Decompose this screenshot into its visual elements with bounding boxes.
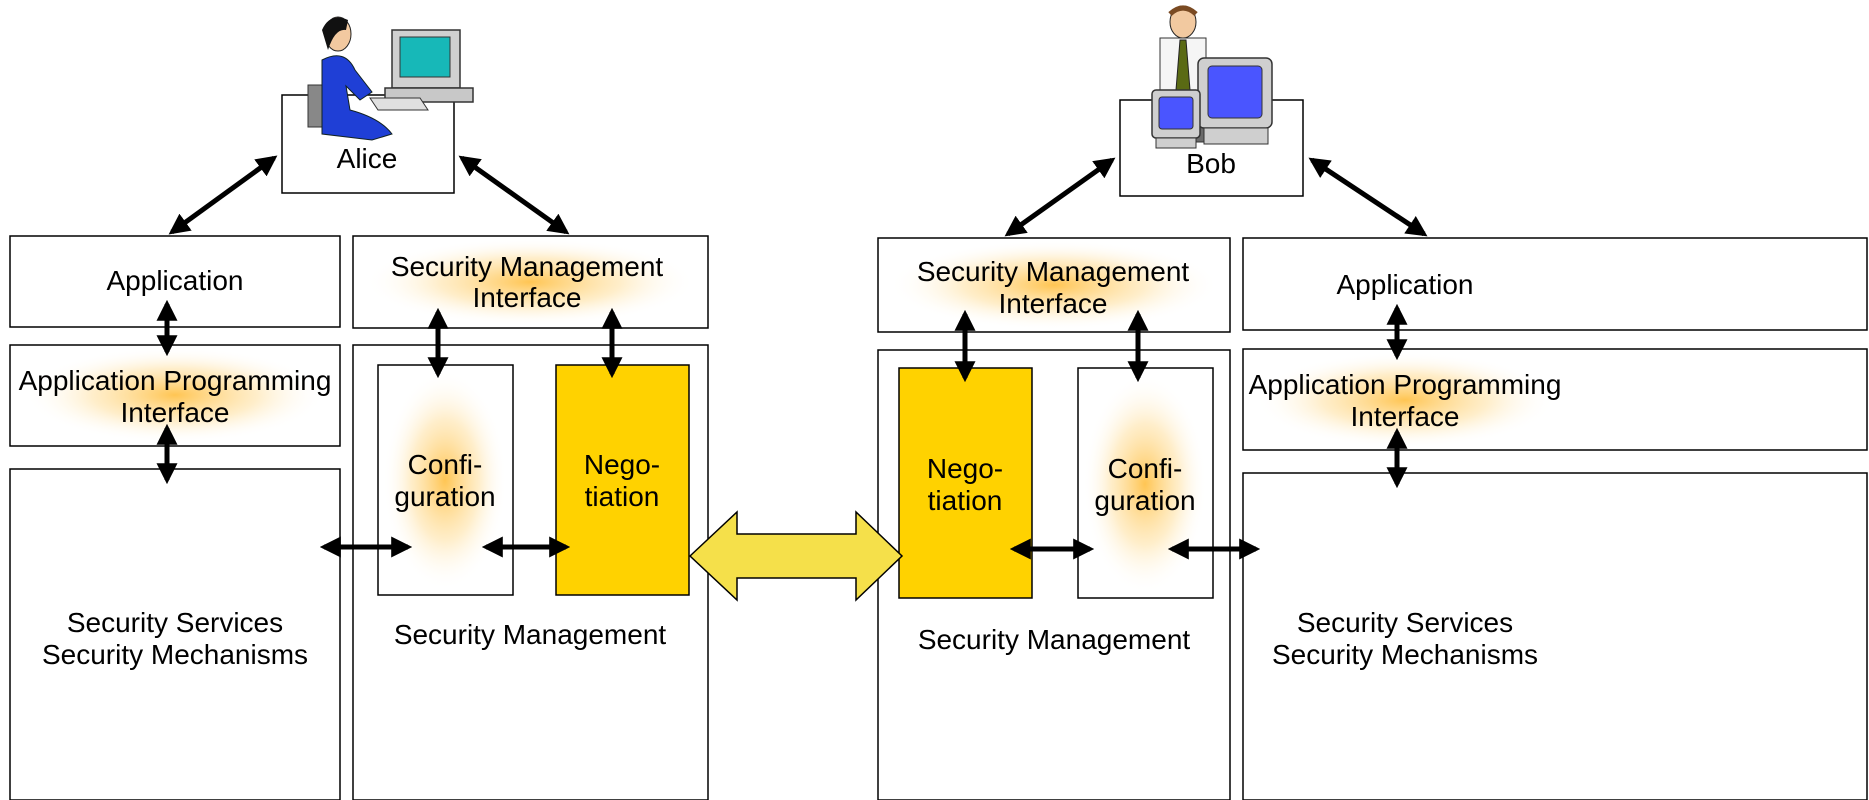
- bob-user-icon: [1151, 5, 1273, 149]
- negotiation-link-arrow: [688, 510, 904, 602]
- right-application-label: Application: [1337, 269, 1474, 300]
- right-configuration-glow: [1083, 374, 1207, 594]
- alice-mgmt-arrow: [458, 155, 570, 235]
- right-configuration-line2: guration: [1094, 485, 1195, 516]
- right-api-label-line2: Interface: [1351, 401, 1460, 432]
- left-application-label: Application: [107, 265, 244, 296]
- right-api-label-line1: Application Programming: [1249, 369, 1562, 400]
- bob-mgmt-arrow: [1004, 157, 1116, 237]
- right-mgmt-interface-glow: [889, 240, 1219, 330]
- right-services-label-line2: Security Mechanisms: [1272, 639, 1538, 670]
- left-services-label-line2: Security Mechanisms: [42, 639, 308, 670]
- alice-label: Alice: [337, 143, 398, 174]
- left-mgmt-interface-line2: Interface: [473, 282, 582, 313]
- right-mgmt-interface-line1: Security Management: [917, 256, 1190, 287]
- right-mgmt-label: Security Management: [918, 624, 1191, 655]
- alice-app-arrow: [168, 155, 278, 235]
- right-negotiation-line2: tiation: [928, 485, 1003, 516]
- left-negotiation-line1: Nego-: [584, 449, 660, 480]
- right-mgmt-interface-line2: Interface: [999, 288, 1108, 319]
- right-application-box: [1242, 237, 1868, 331]
- left-mgmt-interface-line1: Security Management: [391, 251, 664, 282]
- left-negotiation-box: [555, 364, 690, 596]
- bob-label: Bob: [1186, 148, 1236, 179]
- bob-app-arrow: [1308, 157, 1428, 237]
- left-api-label-line1: Application Programming: [19, 365, 332, 396]
- left-mgmt-interface-glow: [365, 238, 695, 326]
- right-negotiation-line1: Nego-: [927, 453, 1003, 484]
- right-configuration-line1: Confi-: [1108, 453, 1183, 484]
- left-mgmt-label: Security Management: [394, 619, 667, 650]
- left-security-services-box: [9, 468, 341, 800]
- left-api-glow: [25, 347, 325, 443]
- right-security-services-box: [1242, 472, 1868, 800]
- left-services-label-line1: Security Services: [67, 607, 283, 638]
- left-negotiation-line2: tiation: [585, 481, 660, 512]
- right-services-label-line1: Security Services: [1297, 607, 1513, 638]
- alice-user-icon: [307, 16, 474, 141]
- left-configuration-line1: Confi-: [408, 449, 483, 480]
- left-configuration-glow: [383, 370, 507, 590]
- left-configuration-line2: guration: [394, 481, 495, 512]
- right-api-glow: [1255, 352, 1555, 448]
- left-api-label-line2: Interface: [121, 397, 230, 428]
